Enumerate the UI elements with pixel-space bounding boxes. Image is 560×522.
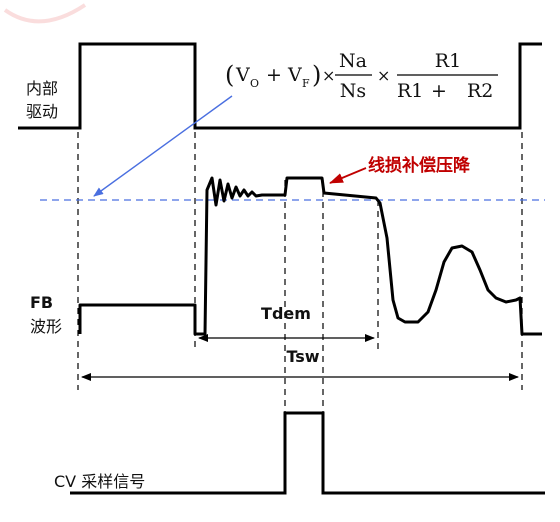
fb-label-line1: FB bbox=[30, 293, 53, 312]
formula-ns: Ns bbox=[340, 80, 366, 102]
cv-sampling-label: CV 采样信号 bbox=[54, 472, 145, 491]
formula-vo-sub: O bbox=[250, 77, 259, 90]
formula-times2: × bbox=[377, 66, 390, 85]
formula-vf: V bbox=[287, 64, 302, 86]
formula-r1-numerator: R1 bbox=[435, 50, 461, 72]
formula-close-paren: ) bbox=[312, 61, 321, 89]
internal-drive-label-line1: 内部 bbox=[26, 79, 58, 98]
fb-label-line2: 波形 bbox=[30, 317, 62, 336]
compensation-callout-arrow bbox=[329, 167, 367, 184]
tsw-label: Tsw bbox=[286, 347, 319, 366]
formula-open-paren: ( bbox=[225, 61, 234, 89]
formula-r1-denominator: R1 bbox=[397, 80, 423, 102]
formula-vo: V bbox=[235, 64, 250, 86]
cv-sampling-waveform bbox=[70, 411, 545, 495]
line-loss-compensation-label: 线损补偿压降 bbox=[368, 155, 471, 176]
formula-vf-sub: F bbox=[302, 77, 310, 90]
formula-plus2: + bbox=[431, 80, 447, 102]
formula-r2-denominator: R2 bbox=[467, 80, 493, 102]
internal-drive-waveform bbox=[18, 42, 542, 130]
tdem-label: Tdem bbox=[261, 304, 311, 323]
fb-waveform bbox=[78, 176, 542, 336]
formula-times1: × bbox=[322, 66, 335, 85]
formula-na: Na bbox=[339, 50, 367, 72]
decorative-arc bbox=[3, 3, 87, 24]
internal-drive-label-line2: 驱动 bbox=[26, 102, 58, 121]
formula-plus1: + bbox=[266, 64, 282, 86]
formula: ( V O + V F ) × Na Ns × R1 R1 + R2 bbox=[225, 50, 498, 102]
formula-pointer-arrow bbox=[93, 95, 233, 197]
